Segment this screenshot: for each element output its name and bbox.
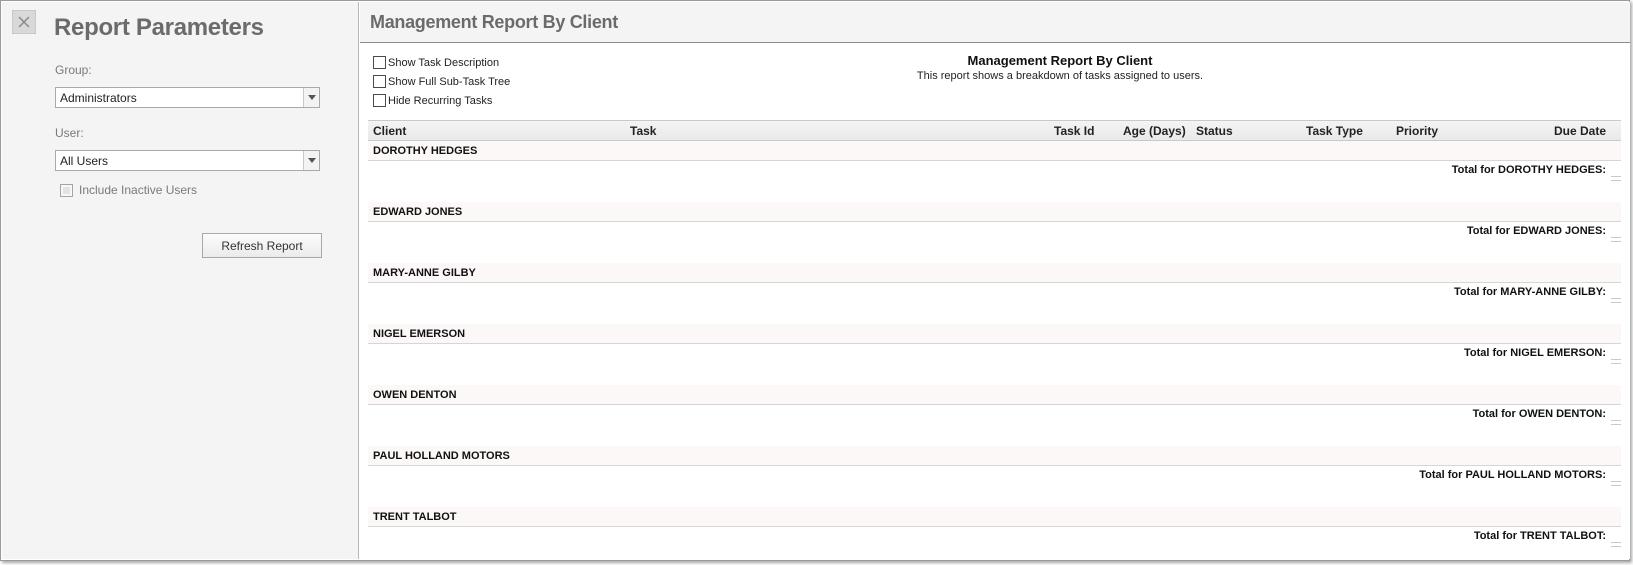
show-full-sub-task-tree-label: Show Full Sub-Task Tree	[388, 75, 511, 88]
client-total-label: Total for MARY-ANNE GILBY:	[1454, 286, 1606, 298]
client-group-row: EDWARD JONES	[368, 202, 1621, 222]
user-label: User:	[55, 126, 84, 140]
total-value-cell	[1611, 420, 1621, 425]
report-subtitle: This report shows a breakdown of tasks a…	[916, 70, 1204, 82]
report-parameters-panel: Report Parameters Group: Administrators …	[2, 2, 359, 559]
column-header-task-id[interactable]: Task Id	[1054, 124, 1095, 138]
column-header-task-type[interactable]: Task Type	[1306, 124, 1363, 138]
chevron-down-icon	[307, 158, 316, 163]
group-select-value: Administrators	[60, 91, 137, 105]
total-value-cell	[1611, 237, 1621, 242]
client-group-row: OWEN DENTON	[368, 385, 1621, 405]
client-group-row: PAUL HOLLAND MOTORS	[368, 446, 1621, 466]
column-header-priority[interactable]: Priority	[1396, 124, 1439, 138]
client-total-label: Total for PAUL HOLLAND MOTORS:	[1419, 469, 1606, 481]
include-inactive-users-label: Include Inactive Users	[79, 183, 198, 197]
show-full-sub-task-tree-checkbox[interactable]	[373, 75, 386, 88]
group-label: Group:	[55, 63, 92, 77]
client-group-row: MARY-ANNE GILBY	[368, 263, 1621, 283]
client-total-label: Total for NIGEL EMERSON:	[1464, 347, 1606, 359]
client-group-row: NIGEL EMERSON	[368, 324, 1621, 344]
user-select[interactable]: All Users	[55, 150, 320, 171]
close-icon	[18, 16, 30, 28]
client-total-row: Total for TRENT TALBOT:	[368, 530, 1621, 547]
total-value-cell	[1611, 298, 1621, 303]
total-value-cell	[1611, 176, 1621, 181]
report-column-header: Client Task Task Id Age (Days) Status Ta…	[368, 120, 1621, 141]
column-header-client[interactable]: Client	[373, 124, 407, 138]
report-panel: Management Report By Client Show Task De…	[360, 2, 1630, 559]
client-total-label: Total for TRENT TALBOT:	[1473, 530, 1606, 542]
report-title: Management Report By Client	[967, 53, 1153, 68]
report-header: Management Report By Client	[360, 2, 1630, 43]
hide-recurring-tasks-checkbox[interactable]	[373, 94, 386, 107]
option-show-task-description[interactable]: Show Task Description	[373, 56, 499, 69]
report-header-title: Management Report By Client	[370, 12, 618, 32]
refresh-report-button[interactable]: Refresh Report	[202, 233, 322, 258]
client-group-row: TRENT TALBOT	[368, 507, 1621, 527]
client-total-row: Total for NIGEL EMERSON:	[368, 347, 1621, 364]
total-value-cell	[1611, 542, 1621, 547]
client-total-row: Total for PAUL HOLLAND MOTORS:	[368, 469, 1621, 486]
include-inactive-users-option[interactable]: Include Inactive Users	[60, 183, 197, 197]
chevron-down-icon	[307, 95, 316, 100]
option-show-full-sub-task-tree[interactable]: Show Full Sub-Task Tree	[373, 75, 510, 88]
include-inactive-users-checkbox[interactable]	[60, 183, 73, 197]
client-total-row: Total for DOROTHY HEDGES:	[368, 164, 1621, 181]
group-select[interactable]: Administrators	[55, 87, 320, 108]
client-total-label: Total for OWEN DENTON:	[1472, 408, 1606, 420]
client-group-row: DOROTHY HEDGES	[368, 141, 1621, 161]
client-total-row: Total for MARY-ANNE GILBY:	[368, 286, 1621, 303]
close-button[interactable]	[12, 10, 36, 34]
user-dropdown-button[interactable]	[303, 151, 319, 170]
show-task-description-checkbox[interactable]	[373, 56, 386, 69]
hide-recurring-tasks-label: Hide Recurring Tasks	[388, 94, 493, 107]
column-header-task[interactable]: Task	[630, 124, 657, 138]
total-value-cell	[1611, 359, 1621, 364]
column-header-age-days[interactable]: Age (Days)	[1123, 124, 1186, 138]
total-value-cell	[1611, 481, 1621, 486]
option-hide-recurring-tasks[interactable]: Hide Recurring Tasks	[373, 94, 492, 107]
show-task-description-label: Show Task Description	[388, 56, 500, 69]
client-total-row: Total for EDWARD JONES:	[368, 225, 1621, 242]
client-total-label: Total for DOROTHY HEDGES:	[1451, 164, 1606, 176]
user-select-value: All Users	[60, 154, 109, 168]
panel-title: Report Parameters	[54, 14, 264, 41]
group-dropdown-button[interactable]	[303, 88, 319, 107]
column-header-due-date[interactable]: Due Date	[1553, 124, 1606, 138]
column-header-status[interactable]: Status	[1196, 124, 1233, 138]
client-total-label: Total for EDWARD JONES:	[1466, 225, 1606, 237]
client-total-row: Total for OWEN DENTON:	[368, 408, 1621, 425]
